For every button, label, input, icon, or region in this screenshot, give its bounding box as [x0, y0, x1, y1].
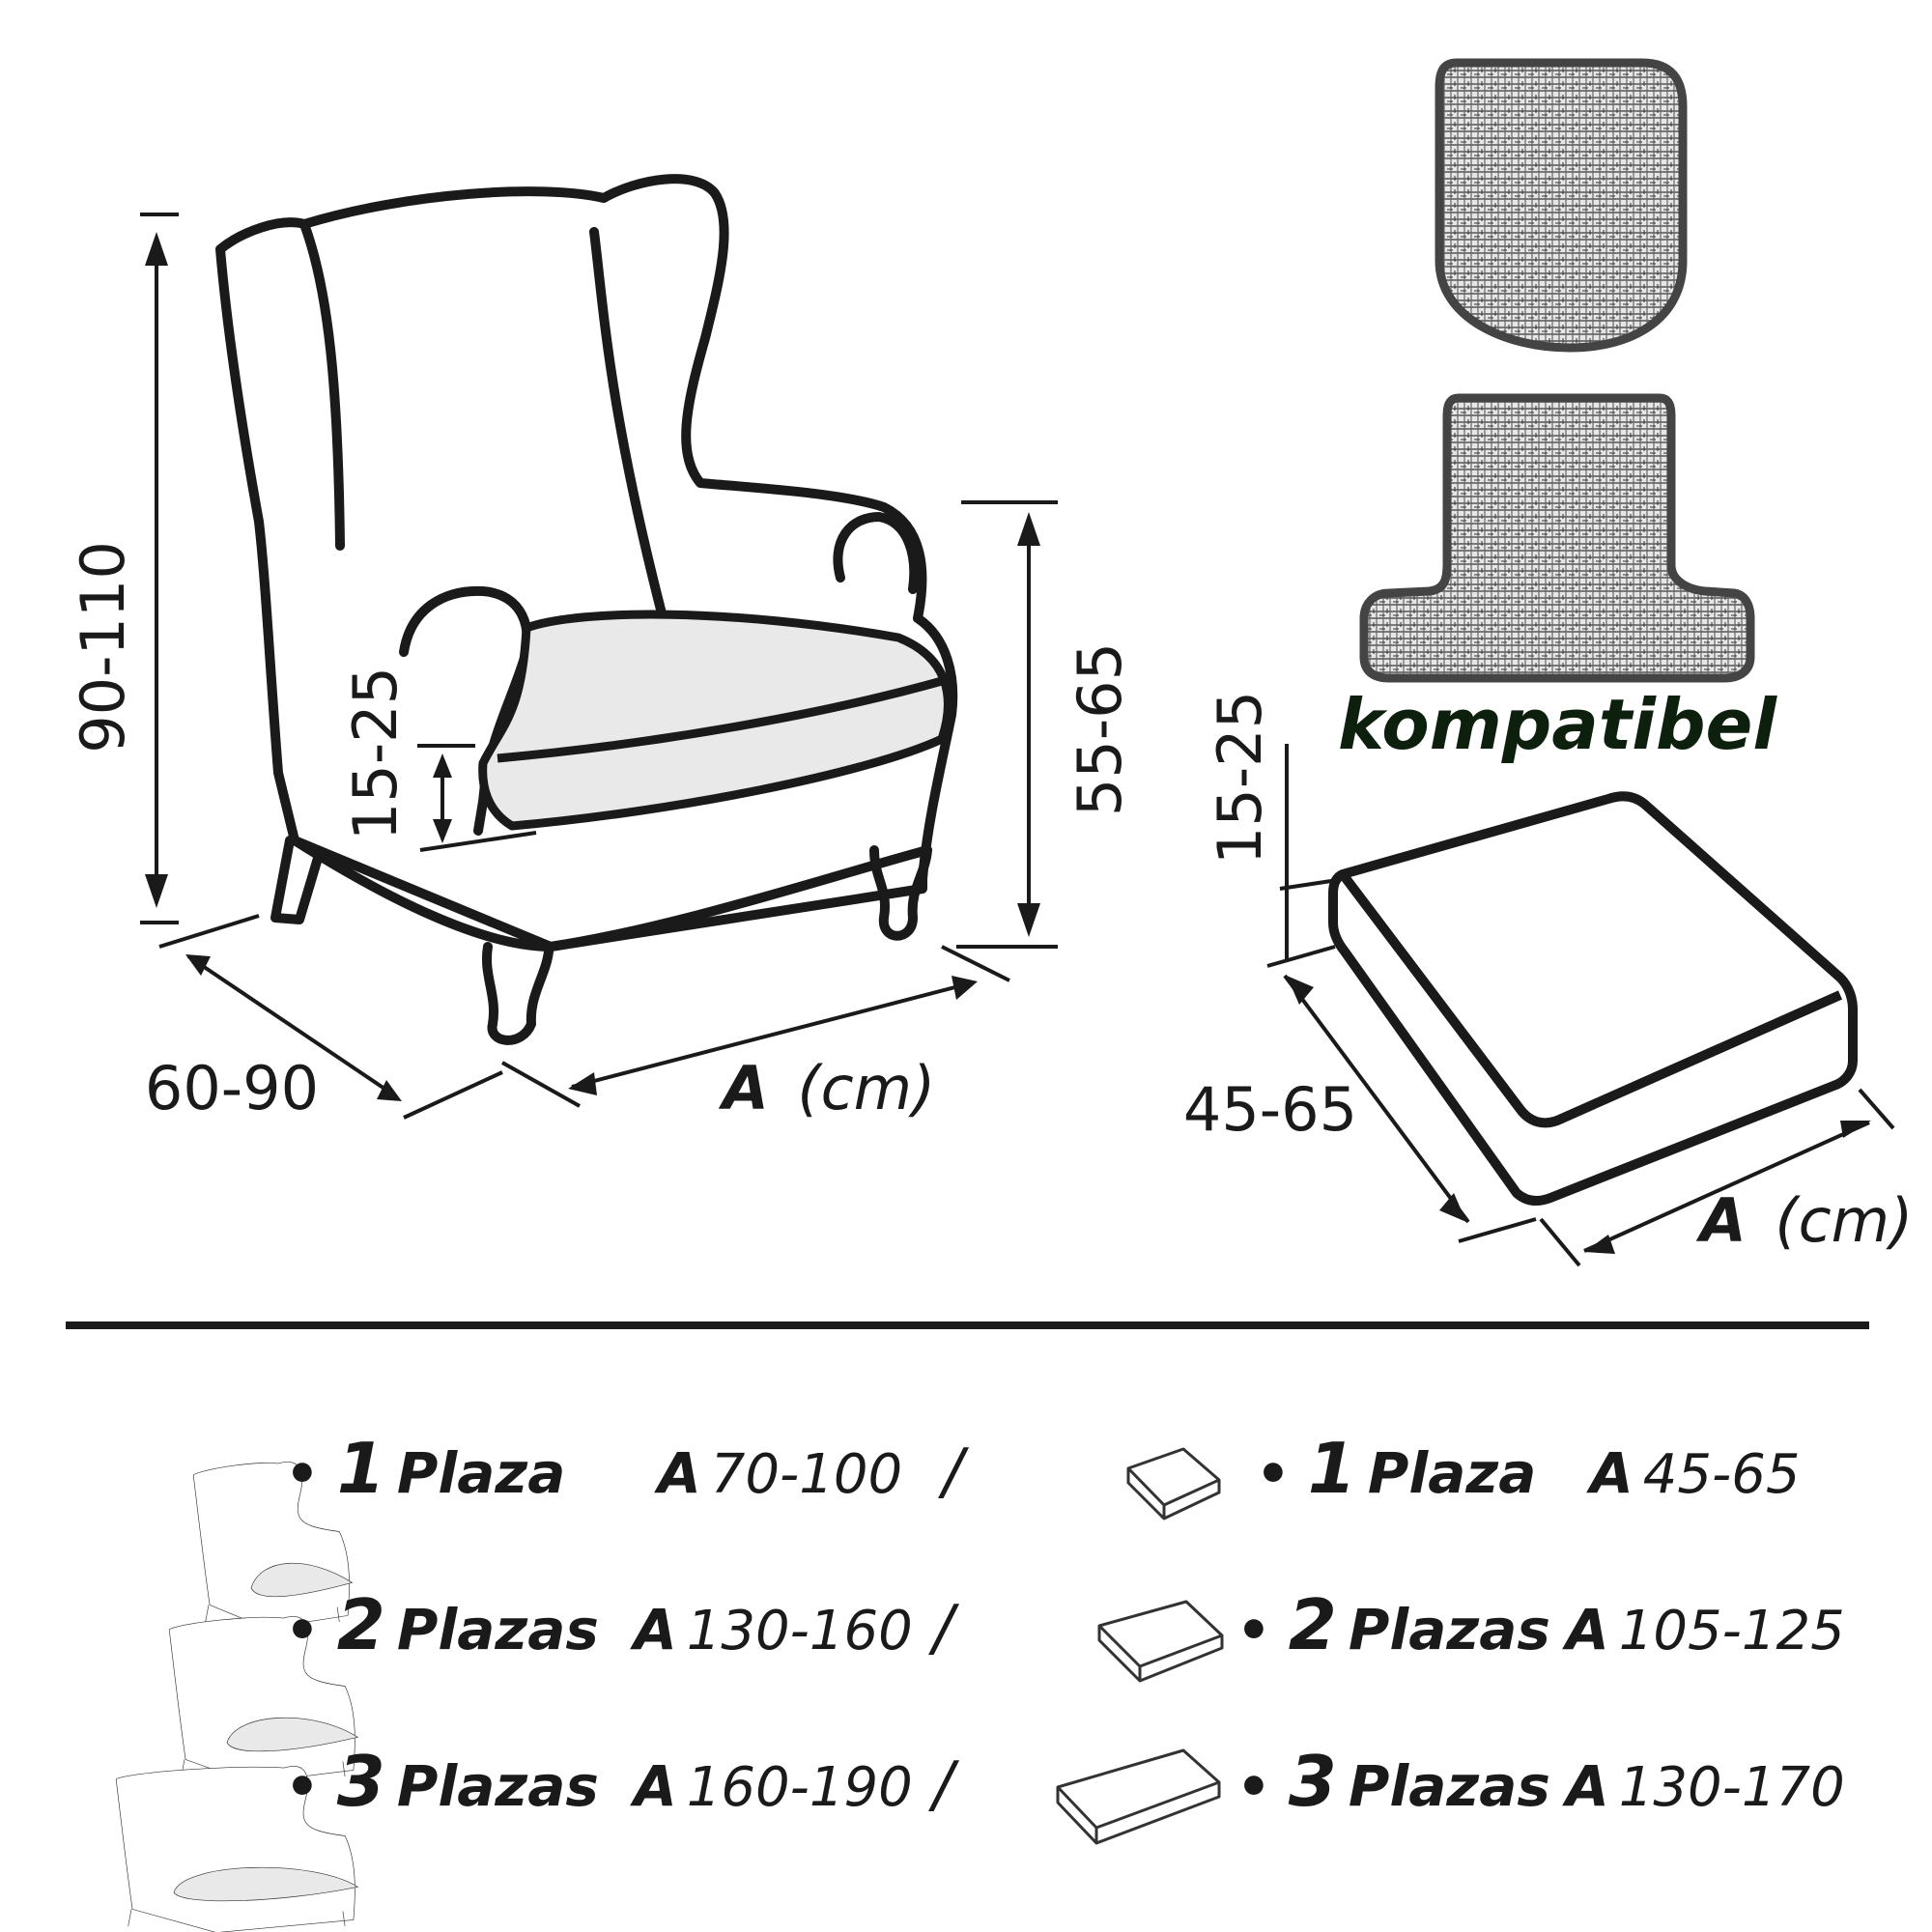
legend-seat-word: Plazas [1348, 1753, 1550, 1819]
legend-separator: / [942, 1436, 964, 1508]
legend-width-range: 130-160 [686, 1600, 913, 1662]
t-shaped-swatch [1359, 393, 1755, 683]
legend-cushion-row-1: • 1 Plaza A 45-65 [1256, 1428, 1801, 1509]
cushion-width-unit: (cm) [1775, 1185, 1913, 1256]
bullet: • [1236, 1756, 1271, 1819]
legend-seat-word: Plazas [1348, 1597, 1550, 1662]
legend-seat-count: 3 [336, 1741, 385, 1822]
legend-cushion-icon-1 [1126, 1447, 1221, 1520]
bullet: • [1236, 1600, 1271, 1662]
legend-seat-word: Plaza [396, 1440, 566, 1506]
cushion-box-drawing [1328, 791, 1858, 1206]
chair-width-letter: A [718, 1053, 769, 1123]
compatible-label: kompatibel [1338, 684, 1777, 765]
cushion-thickness-label: 15-25 [1205, 691, 1275, 865]
legend-chair-row-2: • 2 Plazas A 130-160 / [285, 1584, 953, 1665]
chair-width-label: A (cm) [718, 1053, 936, 1123]
legend-separator: / [932, 1593, 954, 1664]
rounded-swatch [1435, 58, 1688, 353]
chair-width-unit: (cm) [797, 1053, 935, 1123]
legend-seat-count: 3 [1288, 1741, 1337, 1822]
chair-height-label: 90-110 [68, 541, 138, 753]
legend-chair-icon-2 [168, 1616, 359, 1801]
legend-cushion-icon-3 [1056, 1748, 1221, 1845]
cushion-depth-label: 45-65 [1183, 1074, 1357, 1145]
legend-seat-count: 2 [336, 1584, 385, 1665]
chair-seat-cushion [478, 610, 952, 831]
legend-chair-row-1: • 1 Plaza A 70-100 / [285, 1428, 963, 1509]
cushion-dimension-lines [1266, 744, 1895, 1267]
chair-seat-height-label: 55-65 [1065, 642, 1135, 816]
legend-width-letter: A [657, 1440, 701, 1506]
chair-cushion-thickness-label: 15-25 [340, 667, 411, 840]
legend-width-letter: A [1589, 1440, 1634, 1506]
legend-width-range: 160-190 [686, 1756, 913, 1819]
legend-width-range: 70-100 [710, 1443, 903, 1506]
bullet: • [285, 1600, 320, 1662]
cushion-width-label: A (cm) [1695, 1185, 1914, 1256]
wingback-chair-drawing [215, 174, 958, 1045]
legend-cushion-icon-2 [1097, 1600, 1224, 1683]
legend-width-letter: A [633, 1597, 677, 1662]
legend-chair-row-3: • 3 Plazas A 160-190 / [285, 1741, 953, 1822]
legend-width-letter: A [633, 1753, 677, 1819]
legend-width-letter: A [1565, 1753, 1609, 1819]
chair-depth-label: 60-90 [145, 1053, 319, 1123]
legend-width-letter: A [1565, 1597, 1609, 1662]
legend-seat-word: Plazas [396, 1597, 599, 1662]
legend-separator: / [932, 1749, 954, 1821]
legend-seat-word: Plaza [1367, 1440, 1537, 1506]
bullet: • [1256, 1443, 1291, 1506]
legend-width-range: 105-125 [1618, 1600, 1845, 1662]
chair-dimension-lines [140, 213, 1058, 1120]
legend-width-range: 130-170 [1618, 1756, 1845, 1819]
bullet: • [285, 1756, 320, 1819]
legend-width-range: 45-65 [1642, 1443, 1801, 1506]
cushion-width-letter: A [1695, 1185, 1747, 1256]
bullet: • [285, 1443, 320, 1506]
legend-chair-icon-3 [115, 1766, 359, 1932]
legend-chair-icon-1 [192, 1462, 354, 1646]
legend-seat-count: 2 [1288, 1584, 1337, 1665]
legend-seat-count: 1 [1307, 1428, 1356, 1509]
legend-seat-count: 1 [336, 1428, 385, 1509]
legend-cushion-row-2: • 2 Plazas A 105-125 [1236, 1584, 1845, 1665]
legend-seat-word: Plazas [396, 1753, 599, 1819]
legend-cushion-row-3: • 3 Plazas A 130-170 [1236, 1741, 1845, 1822]
